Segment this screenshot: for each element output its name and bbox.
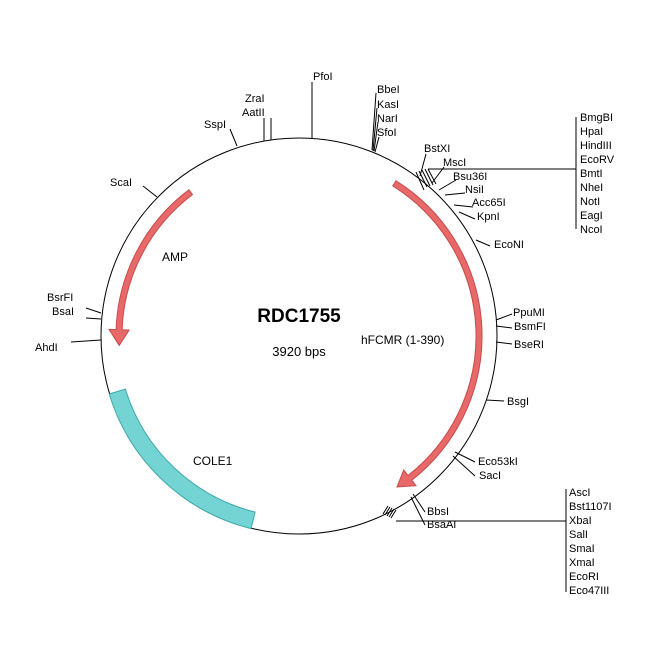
site-ecori[interactable]: EcoRI xyxy=(569,571,599,583)
site-nhei[interactable]: NheI xyxy=(580,182,603,194)
site-bseri[interactable]: BseRI xyxy=(514,339,544,351)
plasmid-size: 3920 bps xyxy=(272,344,326,359)
feature-label-hfcmr: hFCMR (1-390) xyxy=(361,333,444,347)
site-econi[interactable]: EcoNI xyxy=(494,239,524,251)
site-bstxi[interactable]: BstXI xyxy=(424,143,450,155)
site-asci[interactable]: AscI xyxy=(569,487,590,499)
plasmid-name: RDC1755 xyxy=(257,306,341,327)
site-bsmfi[interactable]: BsmFI xyxy=(514,321,546,333)
site-nsii[interactable]: NsiI xyxy=(465,184,484,196)
site-bsaai[interactable]: BsaAI xyxy=(427,519,456,531)
plasmid-backbone xyxy=(100,137,498,535)
site-aatii[interactable]: AatII xyxy=(242,107,265,119)
site-pfoi[interactable]: PfoI xyxy=(313,71,333,83)
site-msci[interactable]: MscI xyxy=(443,157,466,169)
site-bsrfi[interactable]: BsrFI xyxy=(47,292,73,304)
site-bsai[interactable]: BsaI xyxy=(52,306,74,318)
hfcmr-arrow[interactable] xyxy=(392,180,483,488)
cluster-bottom-lines xyxy=(382,489,567,592)
site-acc65i[interactable]: Acc65I xyxy=(472,197,506,209)
cole1-bar[interactable] xyxy=(108,388,256,530)
site-kpni[interactable]: KpnI xyxy=(477,211,500,223)
site-xmai[interactable]: XmaI xyxy=(569,557,595,569)
site-labels: PfoI ZraI AatII SspI ScaI BsrFI BsaI Ahd… xyxy=(35,71,546,531)
site-saci[interactable]: SacI xyxy=(479,470,501,482)
site-bmti[interactable]: BmtI xyxy=(580,168,603,180)
site-noti[interactable]: NotI xyxy=(580,196,600,208)
site-nari[interactable]: NarI xyxy=(377,113,398,125)
site-bsu36i[interactable]: Bsu36I xyxy=(453,171,487,183)
amp-arrow[interactable] xyxy=(108,189,194,347)
site-xbai[interactable]: XbaI xyxy=(569,515,592,527)
site-bbei[interactable]: BbeI xyxy=(377,84,400,96)
site-eagi[interactable]: EagI xyxy=(580,210,603,222)
site-ecorv[interactable]: EcoRV xyxy=(580,154,615,166)
site-ticks xyxy=(70,82,513,526)
site-kasi[interactable]: KasI xyxy=(377,99,399,111)
site-hindiii[interactable]: HindIII xyxy=(580,140,612,152)
site-ppumi[interactable]: PpuMI xyxy=(513,307,545,319)
site-bmgbi[interactable]: BmgBI xyxy=(580,112,613,124)
site-ahdi[interactable]: AhdI xyxy=(35,342,58,354)
site-smai[interactable]: SmaI xyxy=(569,543,595,555)
feature-label-cole1: COLE1 xyxy=(193,454,233,468)
site-scai[interactable]: ScaI xyxy=(110,177,132,189)
site-sspi[interactable]: SspI xyxy=(204,119,226,131)
site-eco47iii[interactable]: Eco47III xyxy=(569,585,609,597)
site-eco53ki[interactable]: Eco53kI xyxy=(478,456,518,468)
site-bst1107i[interactable]: Bst1107I xyxy=(569,501,612,513)
feature-label-amp: AMP xyxy=(162,250,188,264)
site-bbsi[interactable]: BbsI xyxy=(427,506,449,518)
cluster-top-lines xyxy=(415,117,577,229)
cluster-top-labels: BmgBI HpaI HindIII EcoRV BmtI NheI NotI … xyxy=(580,112,615,236)
site-sfoi[interactable]: SfoI xyxy=(377,127,397,139)
site-sali[interactable]: SalI xyxy=(569,529,588,541)
site-zrai[interactable]: ZraI xyxy=(245,93,265,105)
cluster-bottom-labels: AscI Bst1107I XbaI SalI SmaI XmaI EcoRI … xyxy=(569,487,612,597)
site-ncoi[interactable]: NcoI xyxy=(580,224,603,236)
site-bsgi[interactable]: BsgI xyxy=(507,396,529,408)
site-hpai[interactable]: HpaI xyxy=(580,126,603,138)
